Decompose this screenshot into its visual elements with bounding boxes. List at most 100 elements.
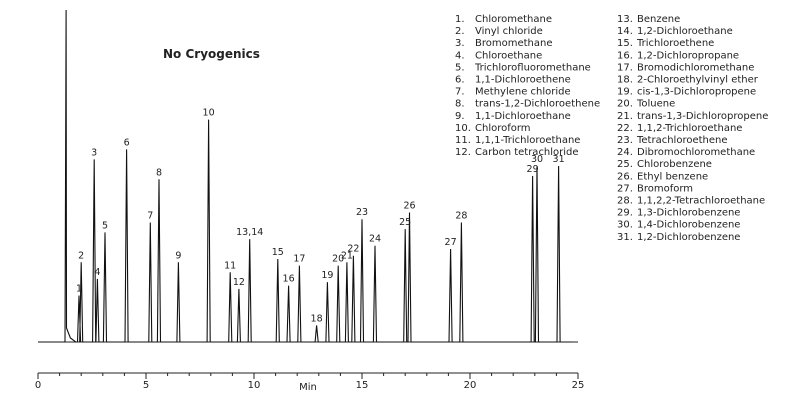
legend-item-name: 1,1-Dichloroethene [475, 75, 571, 86]
legend-item-name: Bromomethane [475, 38, 553, 49]
peak-label: 12 [233, 277, 245, 288]
legend-item-number: 25. [617, 159, 633, 170]
peak-label: 7 [147, 211, 153, 222]
legend-item-number: 1. [455, 14, 465, 25]
peak-label: 28 [455, 211, 467, 222]
legend-item-name: Ethyl benzene [637, 171, 708, 182]
peak-label: 9 [175, 250, 181, 261]
peak-label: 15 [272, 247, 284, 258]
legend-item-number: 2. [455, 26, 465, 37]
peak-label: 27 [445, 237, 457, 248]
legend-item-name: Bromoform [637, 183, 693, 194]
peak-label: 13,14 [236, 227, 263, 238]
legend-item-number: 29. [617, 208, 633, 219]
x-tick-label: 0 [35, 380, 41, 391]
legend-item-name: Tetrachloroethene [636, 135, 728, 146]
legend-item-number: 28. [617, 196, 633, 207]
legend-item-number: 23. [617, 135, 633, 146]
peak-label: 3 [91, 147, 97, 158]
legend-item-name: 1,2-Dichloroethane [637, 26, 733, 37]
legend-item-number: 4. [455, 50, 465, 61]
legend-item-number: 16. [617, 50, 633, 61]
legend-item-number: 10. [455, 123, 471, 134]
legend-item-name: 1,1,2,2-Tetrachloroethane [637, 196, 765, 207]
chromatogram-trace [38, 9, 572, 343]
legend-item-name: 1,2-Dichloropropane [637, 50, 739, 61]
legend-item-number: 5. [455, 62, 465, 73]
legend-item-number: 3. [455, 38, 465, 49]
x-tick-label: 25 [572, 380, 585, 391]
legend-item-name: cis-1,3-Dichloropropene [637, 87, 756, 98]
legend-item-number: 17. [617, 62, 633, 73]
legend-item-name: 1,4-Dichlorobenzene [637, 220, 740, 231]
peak-label: 23 [356, 207, 368, 218]
legend-item-name: 1,1-Dichloroethane [475, 111, 571, 122]
peak-label: 18 [311, 313, 323, 324]
peak-label: 8 [156, 167, 162, 178]
legend-item-number: 11. [455, 135, 471, 146]
peak-label: 19 [321, 270, 333, 281]
peak-label: 6 [124, 137, 130, 148]
peak-label: 1 [76, 284, 82, 295]
peak-label: 24 [369, 234, 381, 245]
legend-item-number: 30. [617, 220, 633, 231]
peak-label: 31 [553, 154, 565, 165]
legend-item-name: Vinyl chloride [475, 26, 543, 37]
legend-item-number: 6. [455, 75, 465, 86]
legend-item-name: trans-1,3-Dichloropropene [637, 111, 768, 122]
legend-item-number: 24. [617, 147, 633, 158]
legend-item-name: Benzene [637, 14, 680, 25]
legend-item-number: 18. [617, 75, 633, 86]
legend-item-name: Dibromochloromethane [637, 147, 755, 158]
legend-item-number: 31. [617, 232, 633, 243]
legend-item-number: 9. [455, 111, 465, 122]
legend-item-name: trans-1,2-Dichloroethene [475, 99, 600, 110]
peak-label: 29 [527, 164, 539, 175]
legend-item-number: 13. [617, 14, 633, 25]
legend-item-name: Toluene [636, 99, 675, 110]
legend-item-number: 15. [617, 38, 633, 49]
peak-label: 20 [332, 254, 344, 265]
legend-item-name: 1,3-Dichlorobenzene [637, 208, 740, 219]
legend-item-number: 7. [455, 87, 465, 98]
legend-item-number: 8. [455, 99, 465, 110]
legend-item-name: Chloroethane [475, 50, 542, 61]
legend-item-name: Carbon tetrachloride [475, 147, 579, 158]
legend-item-name: 1,2-Dichlorobenzene [637, 232, 740, 243]
legend-item-name: Chlorobenzene [637, 159, 712, 170]
peak-label: 10 [203, 108, 215, 119]
peak-label: 11 [224, 260, 236, 271]
legend-item-name: Methylene chloride [475, 87, 571, 98]
legend-item-name: Chloroform [475, 123, 531, 134]
legend-item-number: 12. [455, 147, 471, 158]
x-tick-label: 5 [143, 380, 149, 391]
x-tick-label: 15 [356, 380, 369, 391]
legend-item-name: Chloromethane [475, 14, 552, 25]
legend-item-number: 27. [617, 183, 633, 194]
peak-label: 5 [102, 220, 108, 231]
legend-item-name: 1,1,2-Trichloroethane [637, 123, 742, 134]
peak-label: 21 [341, 250, 353, 261]
peak-labels: 12345678910111213,1415161718192021222324… [76, 108, 565, 325]
legend-item-number: 21. [617, 111, 633, 122]
legend-item-number: 22. [617, 123, 633, 134]
x-axis-title: Min [299, 382, 317, 393]
peak-label: 17 [293, 254, 305, 265]
legend-item-number: 14. [617, 26, 633, 37]
legend-item-name: Bromodichloromethane [637, 62, 754, 73]
legend-item-number: 20. [617, 99, 633, 110]
peak-label: 26 [403, 201, 415, 212]
x-tick-label: 10 [248, 380, 261, 391]
legend-item-name: Trichlorofluoromethane [474, 62, 591, 73]
peak-label: 16 [283, 274, 295, 285]
peak-label: 25 [399, 217, 411, 228]
chart-title: No Cryogenics [163, 47, 260, 61]
x-axis-ticks: 0 5 10 15 20 25 [35, 373, 585, 391]
peak-label: 22 [347, 244, 359, 255]
peak-legend: 1. Chloromethane 2. Vinyl chloride 3. Bromome… [455, 14, 768, 243]
legend-item-name: 1,1,1-Trichloroethane [475, 135, 580, 146]
x-tick-label: 20 [464, 380, 477, 391]
peak-label: 30 [531, 154, 543, 165]
peak-label: 2 [78, 250, 84, 261]
